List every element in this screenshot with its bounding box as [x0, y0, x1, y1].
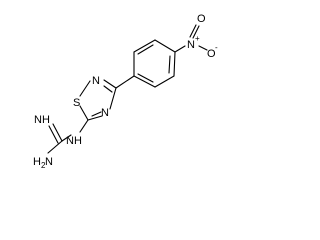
bond-aryl-c3 [115, 75, 135, 89]
bond-benz-3 [133, 75, 156, 88]
bond-n2-s1 [79, 80, 91, 97]
bond-benz-inner-2 [137, 73, 154, 83]
charge-minus: - [215, 43, 218, 52]
bond-benz-6 [154, 39, 176, 53]
atom-nh2-n: N [45, 156, 53, 168]
bond-c5-n4 [87, 115, 103, 121]
bond-n4-c3 [109, 87, 117, 110]
bond-n-o-top-2 [189, 24, 197, 38]
bond-benz-2 [154, 75, 175, 88]
atom-n-ring-lower: N [101, 107, 109, 119]
bond-nh-c [61, 134, 72, 142]
bond-c5-nh [79, 119, 89, 133]
atom-nh2-h: H [33, 156, 41, 168]
bond-c3-n2 [103, 79, 117, 89]
atom-o-top: O [197, 13, 206, 25]
bond-benz-1 [173, 51, 176, 77]
bond-benz-inner-3 [137, 44, 154, 55]
atom-nh2-subscript: 2 [41, 161, 46, 170]
atom-s-ring: S [73, 97, 80, 109]
bond-benz-5 [133, 39, 156, 53]
atom-o-minus: O [207, 48, 216, 60]
structure-canvas: O N + O - S N N NH NH H 2 N [33, 13, 218, 170]
bond-n-o-top-1 [192, 25, 200, 39]
bond-n-o-minus [198, 45, 208, 51]
bond-c3-n2-double [103, 85, 113, 93]
bonds [47, 24, 208, 154]
bond-n-ring [174, 45, 186, 53]
bond-c5-n4-double [91, 111, 102, 117]
atom-nh-imine: NH [34, 114, 50, 126]
bond-s1-c5 [79, 105, 89, 121]
bond-benz-inner-1 [168, 55, 171, 74]
atom-nh-link: NH [66, 135, 82, 147]
bond-c-imine-2 [48, 125, 59, 144]
atom-n-nitro: N [187, 39, 195, 51]
bond-c-imine-1 [52, 123, 63, 142]
atom-labels: O N + O - S N N NH NH H 2 N [33, 13, 218, 170]
charge-plus: + [195, 34, 200, 43]
atom-n-ring-upper: N [92, 75, 100, 87]
chemical-structure: O N + O - S N N NH NH H 2 N [33, 13, 218, 170]
bond-c-nh2 [47, 140, 63, 154]
